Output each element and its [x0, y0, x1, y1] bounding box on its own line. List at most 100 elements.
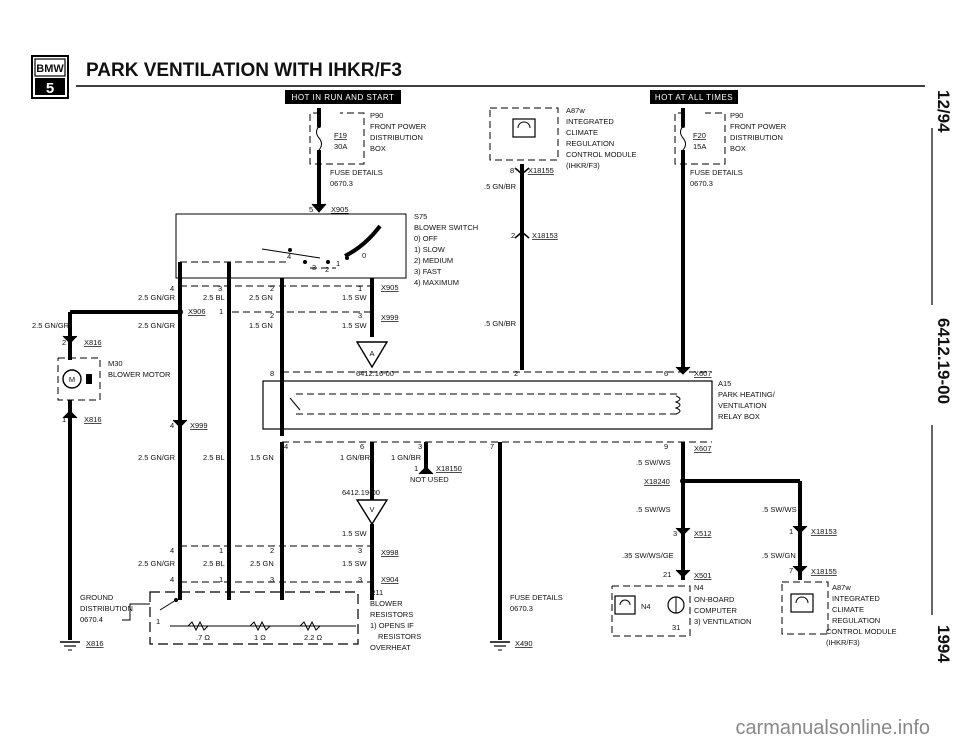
n4-line2: COMPUTER [694, 606, 738, 615]
f20-line2: DISTRIBUTION [730, 133, 783, 142]
pin-1d: 1 [414, 464, 418, 473]
switch-c4: 4 [287, 252, 291, 261]
wire-w12: 1 GN/BR [340, 453, 371, 462]
f20-line1: FRONT POWER [730, 122, 787, 131]
side-code: 6412.19-00 [934, 318, 953, 404]
pin-4a: 4 [170, 284, 174, 293]
ground-line1: GROUND [80, 593, 114, 602]
conn-x512: X512 [694, 529, 712, 538]
conn-x999a: X999 [381, 313, 399, 322]
banner-all-times-label: HOT AT ALL TIMES [655, 93, 733, 102]
module-top-line5: (IHKR/F3) [566, 161, 600, 170]
pin-7: 7 [490, 442, 494, 451]
res-line3: 1) OPENS IF [370, 621, 414, 630]
module-top-conn: X18155 [528, 166, 554, 175]
module-top-line4: CONTROL MODULE [566, 150, 637, 159]
conn-x18155b: X18155 [811, 567, 837, 576]
pin-2f: 2 [270, 546, 274, 555]
module-bottom-line3: REGULATION [832, 616, 880, 625]
conn-x904: X904 [381, 575, 399, 584]
switch-pos3: 3) FAST [414, 267, 442, 276]
motor-name: BLOWER MOTOR [108, 370, 171, 379]
f20-label: F20 [693, 131, 706, 140]
wire-w22: 2.5 GN [250, 559, 274, 568]
relay-id: A15 [718, 379, 731, 388]
switch-c3: 3 [312, 263, 316, 272]
wire-w3: 2.5 GN [249, 293, 273, 302]
watermark: carmanualsonline.info [735, 717, 930, 739]
f19-line2: DISTRIBUTION [370, 133, 423, 142]
fuse-f20: P90 FRONT POWER DISTRIBUTION BOX F20 15A… [674, 108, 787, 368]
wire-w25: .5 GN/BR [484, 319, 517, 328]
f20-amps: 15A [693, 142, 706, 151]
side-year: 1994 [934, 625, 953, 663]
pin-3d: 3 [673, 529, 677, 538]
f19-line3: BOX [370, 144, 386, 153]
blower-switch-s75: 5 X905 4 0 3 2 1 S75 BLOWER SWITCH 0) OF… [175, 203, 478, 292]
bmw-logo: BMW 5 [31, 55, 69, 99]
wire-w1: 2.5 GN/GR [138, 293, 176, 302]
motor-id: M30 [108, 359, 123, 368]
pin-6b: 6 [360, 442, 364, 451]
module-bottom-line2: CLIMATE [832, 605, 864, 614]
module-bottom-id: A87w [832, 583, 851, 592]
motor-symbol: M [69, 375, 75, 384]
side-date: 12/94 [934, 90, 953, 133]
res-r1: .7 Ω [196, 633, 210, 642]
f19-label: F19 [334, 131, 347, 140]
pin-4c: 4 [284, 442, 288, 451]
switch-c2: 2 [325, 265, 329, 274]
conn-x816a: X816 [84, 338, 102, 347]
pin-2b: 2 [270, 311, 274, 320]
conn-x607a: X607 [694, 369, 712, 378]
res-id: R11 [370, 588, 383, 597]
wire-w10: 2.5 BL [203, 453, 225, 462]
conn-x18150: X18150 [436, 464, 462, 473]
conn-x998: X998 [381, 548, 399, 557]
pin-1c: 1 [62, 415, 66, 424]
switch-pos0: 0) OFF [414, 234, 438, 243]
ground-distribution: GROUND DISTRIBUTION 0670.4 X816 [60, 593, 150, 651]
pin-6: 6 [664, 369, 668, 378]
wire-w6: 2.5 GN/GR [138, 321, 176, 330]
conn-x816b: X816 [84, 415, 102, 424]
res-pin1: 1 [156, 617, 160, 626]
pin-1b: 1 [219, 307, 223, 316]
fuse-bottom-line1: FUSE DETAILS [510, 593, 563, 602]
banner-run-start-label: HOT IN RUN AND START [292, 93, 395, 102]
fuse-f19: P90 FRONT POWER DISTRIBUTION BOX F19 30A… [309, 108, 427, 210]
ref-a-letter: A [369, 349, 374, 358]
conn-x490: X490 [515, 639, 533, 648]
f19-line1: FRONT POWER [370, 122, 427, 131]
switch-c0: 0 [362, 251, 366, 260]
res-line5: OVERHEAT [370, 643, 411, 652]
conn-x18153a: X18153 [532, 231, 558, 240]
switch-pos2: 2) MEDIUM [414, 256, 453, 265]
fuse-bottom-line2: 0670.3 [510, 604, 533, 613]
switch-pin-top: 5 [309, 205, 313, 214]
ref-a-triangle: A 6412.16-00 [355, 341, 394, 378]
wire-w21: 2.5 BL [203, 559, 225, 568]
res-line2: RESISTORS [370, 610, 413, 619]
ref-2: 6412.19-00 [342, 488, 380, 497]
conn-x18240: X18240 [644, 477, 670, 486]
pin-3f: 3 [270, 575, 274, 584]
ref-v-triangle: 6412.19-00 V 1.5 SW [342, 488, 389, 600]
pin-7b: 7 [789, 566, 793, 575]
relay-line3: RELAY BOX [718, 412, 760, 421]
logo-text: BMW [36, 63, 64, 75]
module-top-id: A87w [566, 106, 585, 115]
conn-x18153b: X18153 [811, 527, 837, 536]
fuse-details-bottom: FUSE DETAILS 0670.3 X490 [490, 593, 563, 651]
relay-line1: PARK HEATING/ [718, 390, 776, 399]
blower-resistors-r11: 4 1 3 3 X904 1 .7 Ω 1 Ω 2.2 Ω R11 BLOWER… [149, 575, 421, 652]
wire-w14: .5 SW/WS [636, 458, 671, 467]
wire-w2: 2.5 BL [203, 293, 225, 302]
wire-w16: .5 SW/WS [762, 505, 797, 514]
onboard-computer-n4: 21 X501 N4 31 N4 ON-BOARD COMPUTER 3) VE… [611, 569, 751, 637]
not-used: NOT USED [410, 475, 449, 484]
relay-box-a15: 8 2 6 X607 A15 PARK HEATING/ VENTILATION… [262, 366, 776, 443]
pin-1g: 1 [219, 575, 223, 584]
conn-x906: X906 [188, 307, 206, 316]
wire-w15: .5 SW/WS [636, 505, 671, 514]
